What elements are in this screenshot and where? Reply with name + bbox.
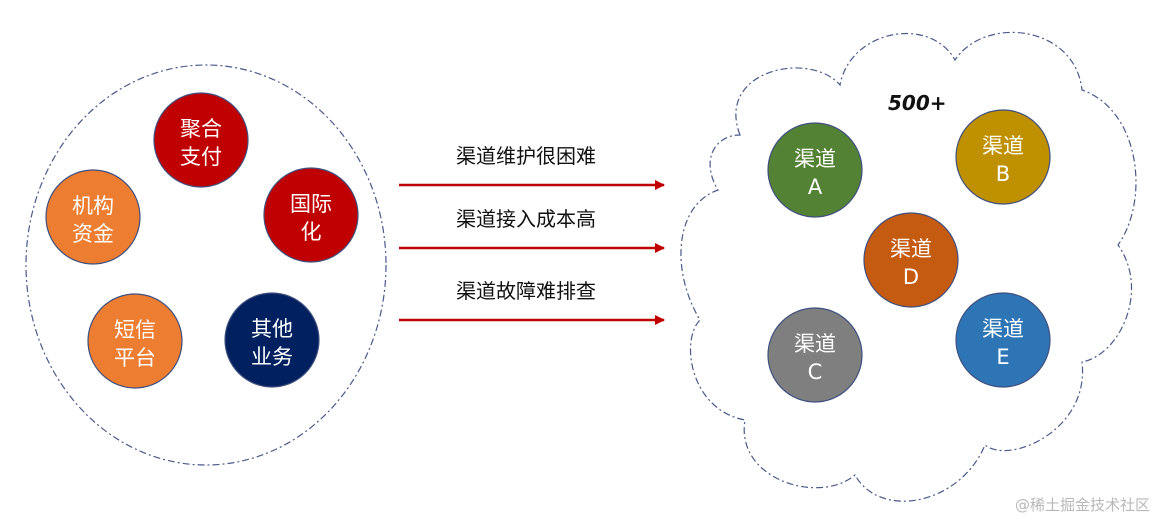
channel-node-label-d: D — [903, 265, 919, 289]
business-node-label-internationalization: 化 — [301, 220, 322, 244]
channel-node-label-c: C — [808, 360, 823, 384]
business-node-label-sms-platform: 平台 — [114, 346, 156, 370]
business-group-boundary — [25, 64, 387, 466]
business-node-label-other-business: 业务 — [251, 345, 293, 369]
business-node-label-sms-platform: 短信 — [114, 318, 156, 342]
channel-node-b — [955, 109, 1051, 205]
business-node-label-aggregate-payment: 聚合 — [180, 117, 222, 141]
arrow-label-troubleshooting: 渠道故障难排查 — [456, 279, 596, 303]
arrow-label-maintenance: 渠道维护很困难 — [456, 144, 596, 168]
channel-node-label-e: E — [996, 345, 1009, 369]
business-node-label-other-business: 其他 — [251, 317, 293, 341]
channel-node-label-a: 渠道 — [794, 147, 836, 171]
channel-node-a — [767, 122, 863, 218]
business-node-institution-funds — [45, 169, 141, 265]
channel-node-e — [955, 292, 1051, 388]
arrow-label-integration-cost: 渠道接入成本高 — [456, 207, 596, 231]
channel-cloud-boundary — [680, 31, 1137, 502]
channel-node-label-e: 渠道 — [982, 317, 1024, 341]
business-node-sms-platform — [87, 293, 183, 389]
business-node-label-institution-funds: 机构 — [72, 194, 114, 218]
channel-node-label-b: 渠道 — [982, 134, 1024, 158]
channel-node-c — [767, 307, 863, 403]
channel-node-label-b: B — [996, 162, 1010, 186]
channel-node-label-d: 渠道 — [890, 237, 932, 261]
business-node-internationalization — [263, 167, 359, 263]
channel-node-d — [863, 212, 959, 308]
channel-node-label-a: A — [808, 175, 823, 199]
business-node-label-institution-funds: 资金 — [72, 222, 114, 246]
business-node-other-business — [224, 292, 320, 388]
business-node-aggregate-payment — [153, 92, 249, 188]
business-node-label-internationalization: 国际 — [290, 192, 332, 216]
channel-node-label-c: 渠道 — [794, 332, 836, 356]
business-node-label-aggregate-payment: 支付 — [180, 145, 222, 169]
channel-count-label: 500+ — [888, 91, 947, 115]
watermark: @稀土掘金技术社区 — [1015, 496, 1150, 514]
